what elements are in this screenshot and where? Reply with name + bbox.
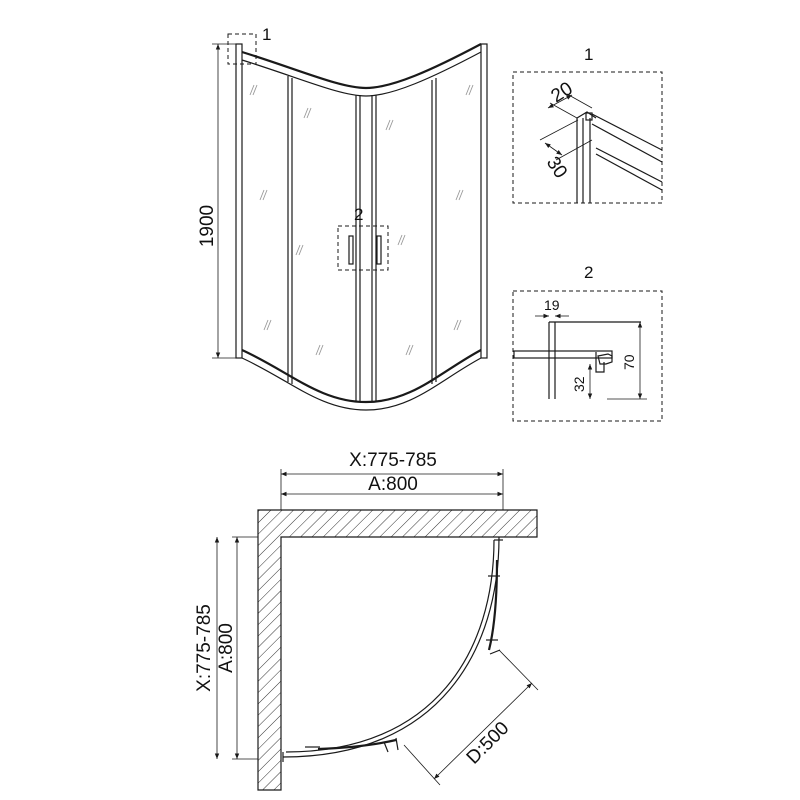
bottom-rail bbox=[241, 349, 482, 404]
detail-2-dim-70: 70 bbox=[621, 354, 637, 370]
detail-1-frame bbox=[512, 71, 663, 204]
plan-width-range-label: X:775-785 bbox=[349, 450, 437, 471]
left-door-handle bbox=[348, 235, 354, 265]
detail-1-dim-20: 20 bbox=[548, 78, 577, 107]
callout-1-box bbox=[227, 33, 257, 65]
enclosure-arc-inner bbox=[285, 539, 495, 753]
plan-view: X:775-785 A:800 X:775-785 A:800 bbox=[194, 450, 539, 791]
corner-walls bbox=[257, 509, 538, 791]
plan-width-a-label: A:800 bbox=[368, 474, 418, 495]
left-post bbox=[235, 43, 243, 359]
right-post bbox=[480, 43, 488, 359]
glass-reflections bbox=[249, 84, 474, 356]
front-elevation: 1900 bbox=[197, 25, 488, 411]
right-door-handle bbox=[376, 235, 382, 265]
detail-2-frame bbox=[512, 290, 663, 422]
callout-2-box bbox=[337, 225, 389, 271]
plan-depth-range-label: X:775-785 bbox=[194, 604, 215, 692]
detail-1-title: 1 bbox=[584, 45, 593, 64]
detail-2: 2 19 70 32 bbox=[512, 263, 663, 422]
plan-depth-a-label: A:800 bbox=[216, 623, 237, 673]
detail-2-title: 2 bbox=[584, 263, 593, 282]
detail-1-dim-30: 30 bbox=[542, 153, 571, 182]
callout-1-label: 1 bbox=[262, 25, 271, 44]
detail-2-dim-32: 32 bbox=[571, 376, 587, 392]
callout-2-label: 2 bbox=[354, 205, 363, 224]
detail-2-dim-19: 19 bbox=[544, 297, 560, 313]
detail-1: 1 20 30 bbox=[512, 45, 663, 204]
top-rail bbox=[241, 43, 482, 90]
height-dimension-label: 1900 bbox=[197, 205, 218, 247]
enclosure-arc-outer bbox=[282, 536, 500, 758]
detail-2-handle-bar bbox=[513, 350, 613, 359]
